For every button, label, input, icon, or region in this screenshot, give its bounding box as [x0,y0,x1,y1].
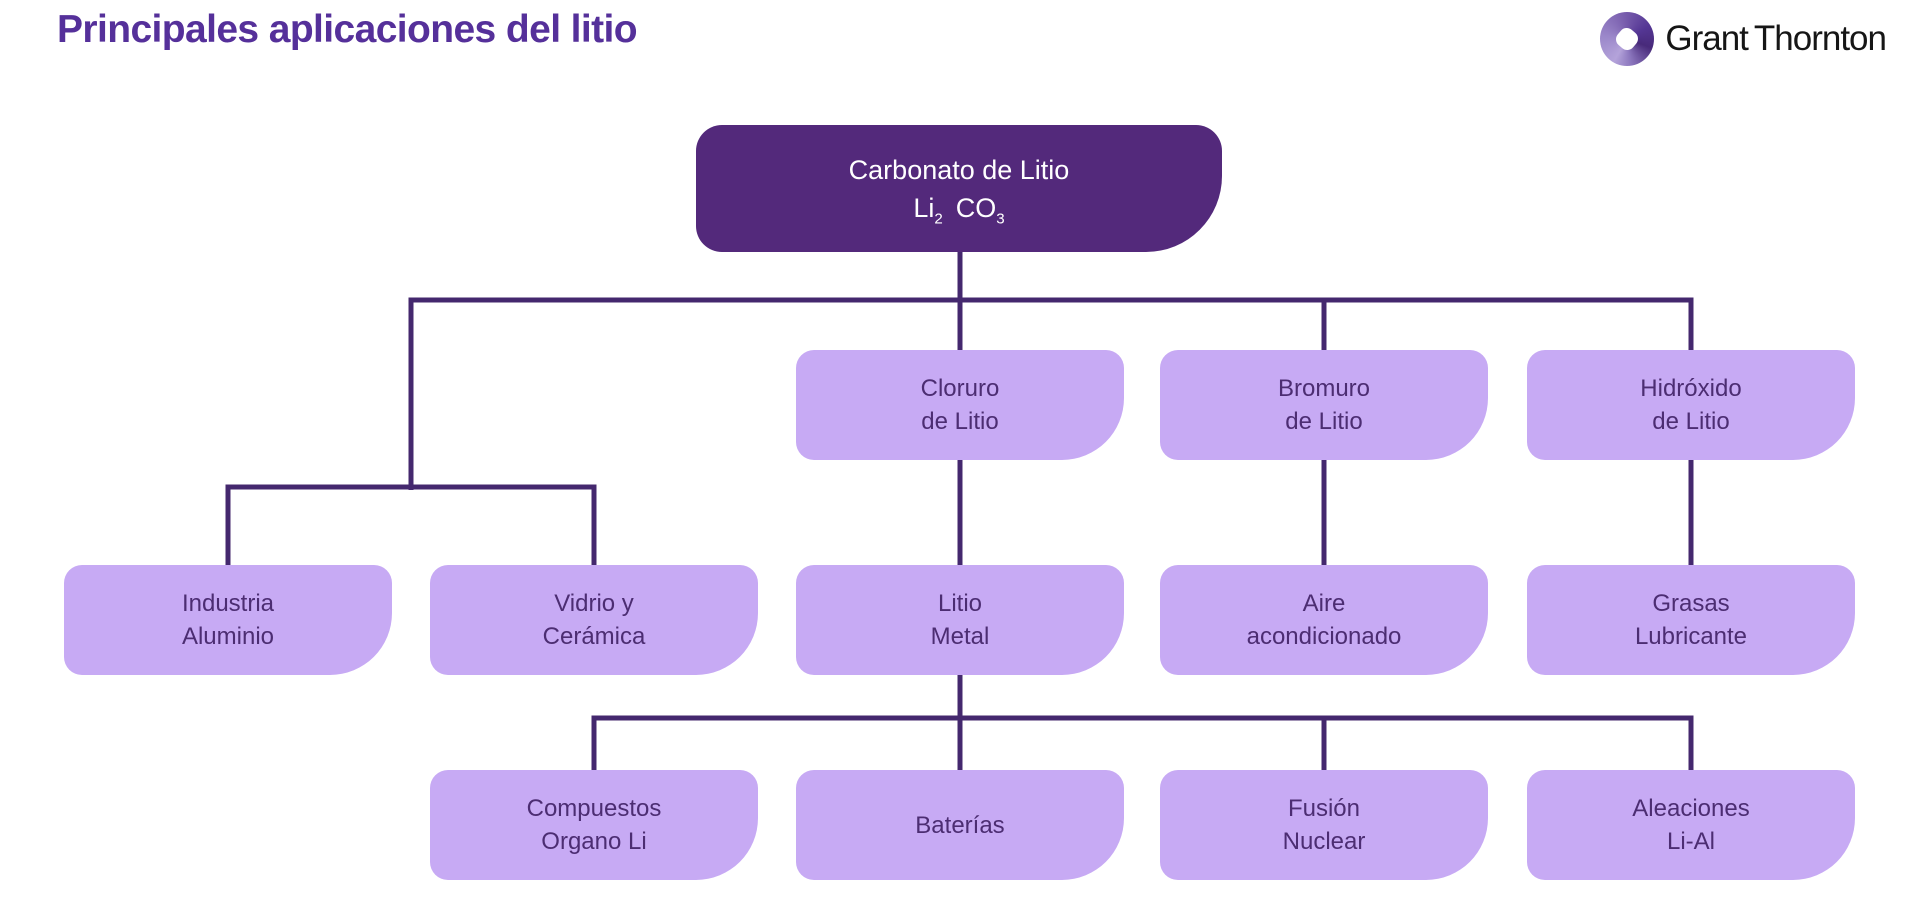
formula-sub-2: 2 [934,209,943,227]
node-label: Nuclear [1282,828,1366,855]
node-label: Litio [937,590,983,617]
node-label: de Litio [921,408,999,435]
node-label: Grasas [1652,590,1730,617]
node-label: Industria [181,590,275,617]
node-grasas-lubricante: Grasas Lubricante [1527,565,1855,675]
node-label: Aleaciones [1632,795,1750,822]
node-compuestos-organo-li: Compuestos Organo Li [430,770,758,880]
node-label: Metal [930,623,990,650]
node-label: Organo Li [541,828,647,855]
node-hidroxido-de-litio: Hidróxido de Litio [1527,350,1855,460]
node-label: Li-Al [1666,828,1715,855]
node-label: Cerámica [542,623,646,650]
node-label: Compuestos [526,795,662,822]
node-label: de Litio [1652,408,1730,435]
node-label: acondicionado [1246,623,1402,650]
node-label: Aluminio [181,623,275,650]
node-aire-acondicionado: Aire acondicionado [1160,565,1488,675]
node-label: de Litio [1285,408,1363,435]
node-label: Aire [1302,590,1346,617]
grant-thornton-wordmark: Grant Thornton [1665,19,1887,59]
node-litio-metal: Litio Metal [796,565,1124,675]
node-label: Cloruro [920,375,1000,402]
node-label: Fusión [1287,795,1361,822]
node-bromuro-de-litio: Bromuro de Litio [1160,350,1488,460]
grant-thornton-logo: Grant Thornton [1600,12,1887,66]
node-label: Carbonato de Litio [848,154,1070,185]
page-title: Principales aplicaciones del litio [57,8,638,51]
node-aleaciones-li-al: Aleaciones Li-Al [1527,770,1855,880]
formula-co: CO [955,192,997,223]
node-industria-aluminio: Industria Aluminio [64,565,392,675]
logo-word-grant: Grant [1665,19,1749,58]
grant-thornton-swirl-icon [1600,12,1655,66]
node-fusion-nuclear: Fusión Nuclear [1160,770,1488,880]
node-cloruro-de-litio: Cloruro de Litio [796,350,1124,460]
formula-li: Li [913,192,935,223]
node-formula: Li2 CO3 [913,189,1004,227]
formula-sub-3: 3 [996,209,1005,227]
node-label: Vidrio y [554,590,634,617]
node-label: Hidróxido [1640,375,1742,402]
node-label: Baterías [915,811,1005,839]
logo-word-thornton: Thornton [1753,19,1887,58]
node-label: Lubricante [1634,623,1748,650]
node-vidrio-y-ceramica: Vidrio y Cerámica [430,565,758,675]
node-carbonato-de-litio: Carbonato de Litio Li2 CO3 [696,125,1222,252]
node-label: Bromuro [1277,375,1371,402]
node-baterias: Baterías [796,770,1124,880]
